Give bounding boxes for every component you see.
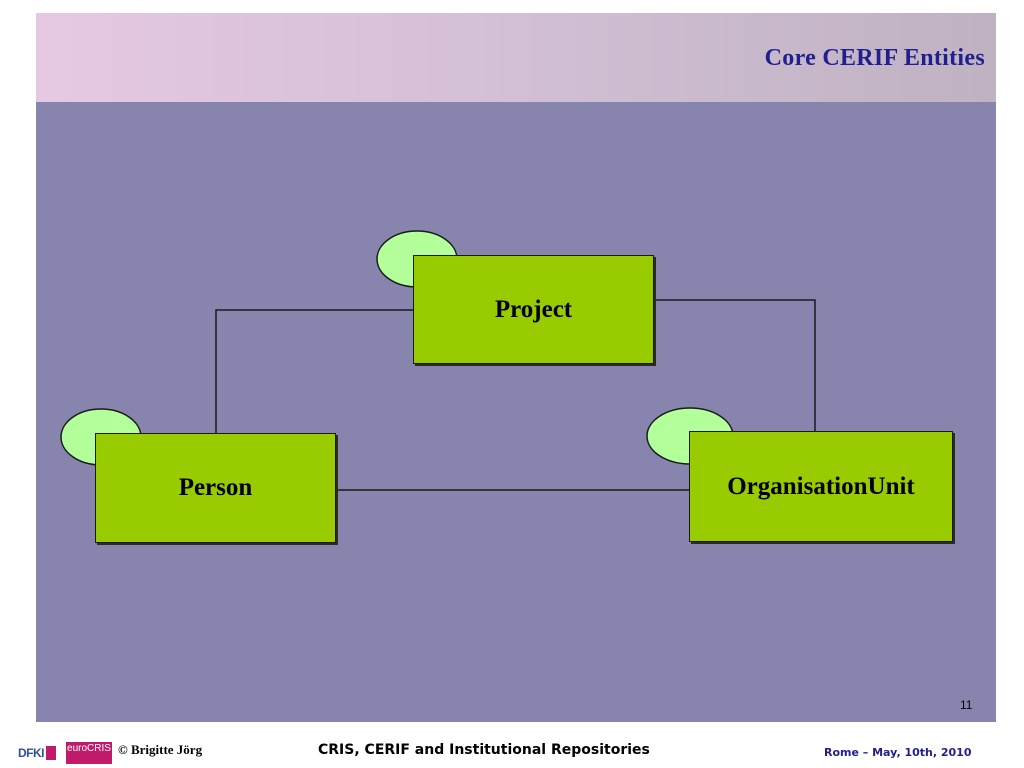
entity-organisation-unit: OrganisationUnit: [689, 431, 953, 542]
slide-footer: DFKI euroCRIS © Brigitte Jörg CRIS, CERI…: [0, 732, 1024, 768]
eurocris-logo: euroCRIS: [66, 742, 112, 764]
page-number: 11: [960, 698, 973, 712]
footer-logos: DFKI euroCRIS: [18, 742, 112, 764]
slide-header: Core CERIF Entities: [36, 13, 996, 102]
relation-project-person: [215, 309, 413, 433]
footer-copyright: © Brigitte Jörg: [118, 742, 203, 757]
diagram-canvas: Project Person OrganisationUnit: [36, 102, 996, 722]
entity-project: Project: [413, 255, 654, 364]
footer-event-date: Rome – May, 10th, 2010: [824, 746, 972, 759]
relation-project-orgunit: [648, 299, 816, 432]
er-diagram: [60, 230, 816, 491]
slide-title: Core CERIF Entities: [764, 45, 985, 71]
dfki-logo: DFKI: [18, 746, 64, 760]
footer-presentation-title: CRIS, CERIF and Institutional Repositori…: [318, 742, 650, 758]
dfki-logo-text: DFKI: [18, 746, 45, 760]
entity-person: Person: [95, 433, 336, 543]
